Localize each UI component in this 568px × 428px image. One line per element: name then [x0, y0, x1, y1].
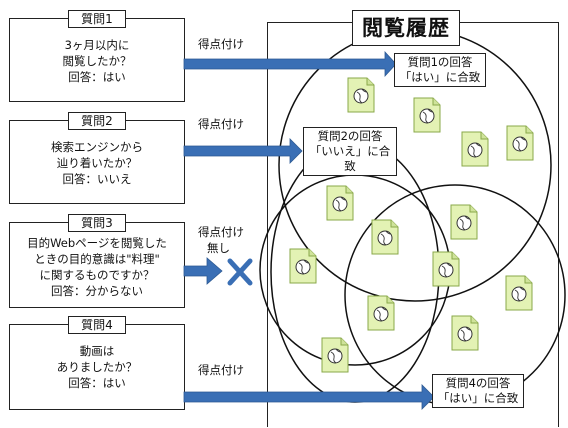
answer-label-q2-line-2: 「いいえ」に合致 [309, 144, 391, 173]
question-1-line-3: 回答：はい [68, 70, 126, 84]
question-1-score-label: 得点付け [198, 37, 244, 51]
question-3-line-2: ときの目的意識は"料理" [34, 252, 160, 266]
question-3-line-4: 回答：分からない [51, 284, 143, 298]
question-3-line-1: 目的Webページを閲覧した [27, 236, 167, 250]
answer-label-q2: 質問2の回答 「いいえ」に合致 [303, 127, 397, 176]
document-icon-8 [289, 248, 317, 284]
document-icon-6 [371, 219, 399, 255]
document-icon-1 [347, 77, 375, 113]
answer-label-q4: 質問4の回答 「はい」に合致 [432, 374, 524, 408]
arrow-q2 [183, 138, 303, 164]
answer-label-q1: 質問1の回答 「はい」に合致 [394, 53, 486, 87]
question-1-title: 質問1 [68, 10, 126, 28]
question-2-title: 質問2 [68, 112, 126, 130]
question-2-score-label: 得点付け [198, 117, 244, 131]
question-4-line-3: 回答：はい [68, 376, 126, 390]
answer-label-q4-line-2: 「はい」に合致 [437, 391, 519, 405]
question-3-title: 質問3 [68, 214, 126, 232]
question-3-line-3: に関するものですか？ [39, 268, 155, 282]
document-icon-4 [506, 125, 534, 161]
question-2-box: 検索エンジンから 辿り着いたか？ 回答：いいえ [9, 120, 185, 204]
question-1-line-1: 3ヶ月以内に [64, 38, 130, 52]
document-icon-3 [461, 131, 489, 167]
answer-label-q1-line-1: 質問1の回答 [407, 55, 473, 69]
document-icon-11 [367, 295, 395, 331]
answer-label-q1-line-2: 「はい」に合致 [399, 70, 481, 84]
question-4-line-2: ありましたか？ [56, 360, 138, 374]
document-icon-12 [451, 315, 479, 351]
arrow-q1 [183, 50, 397, 78]
question-1-box: 3ヶ月以内に 閲覧したか？ 回答：はい [9, 18, 185, 102]
question-1-line-2: 閲覧したか？ [62, 54, 132, 68]
document-icon-5 [326, 185, 354, 221]
question-4-box: 動画は ありましたか？ 回答：はい [9, 324, 185, 410]
question-2-line-3: 回答：いいえ [62, 172, 132, 186]
document-icon-13 [321, 337, 349, 373]
question-3-score-none: 無し [207, 241, 230, 255]
document-icon-10 [505, 275, 533, 311]
question-3-score-label: 得点付け [198, 225, 244, 239]
question-4-title: 質問4 [68, 316, 126, 334]
document-icon-2 [413, 97, 441, 133]
arrow-q3 [183, 257, 223, 285]
document-icon-9 [432, 251, 460, 287]
history-panel-title: 閲覧履歴 [352, 10, 460, 46]
arrow-q4 [183, 384, 435, 410]
question-2-line-1: 検索エンジンから [51, 140, 143, 154]
answer-label-q2-line-1: 質問2の回答 [317, 129, 383, 143]
document-icon-7 [450, 204, 478, 240]
question-4-score-label: 得点付け [198, 363, 244, 377]
answer-label-q4-line-1: 質問4の回答 [445, 376, 511, 390]
no-score-x-icon [227, 258, 253, 286]
question-4-line-1: 動画は [79, 344, 115, 358]
venn-circle-q2 [259, 174, 451, 366]
question-3-box: 目的Webページを閲覧した ときの目的意識は"料理" に関するものですか？ 回答… [9, 222, 185, 308]
question-2-line-2: 辿り着いたか？ [56, 156, 138, 170]
